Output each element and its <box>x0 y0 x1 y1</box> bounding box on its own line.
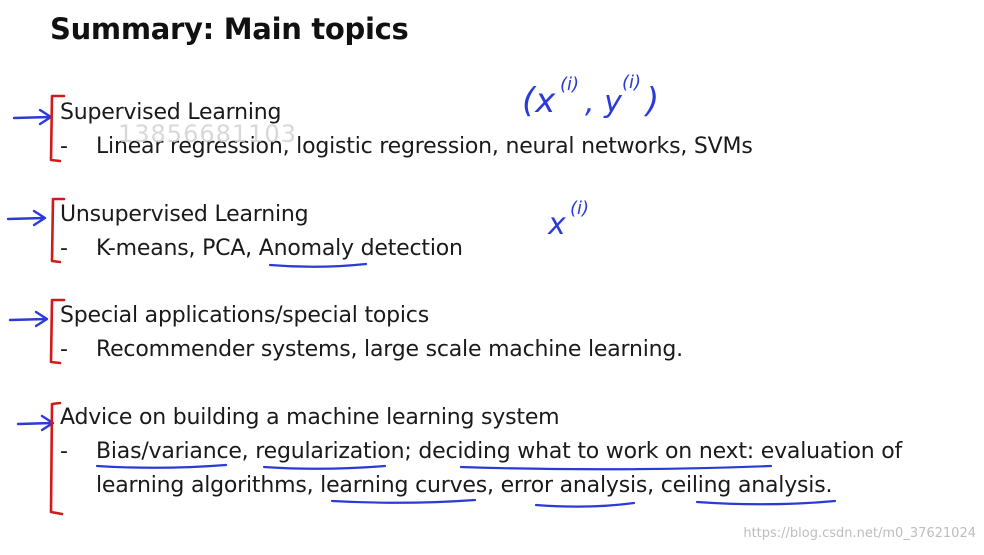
handwritten-math-supervised: (x (i) , y (i) ) <box>522 72 659 121</box>
watermark-url: https://blog.csdn.net/m0_37621024 <box>743 526 976 541</box>
slide-title: Summary: Main topics <box>50 12 409 46</box>
section-heading-unsupervised: Unsupervised Learning <box>60 202 309 227</box>
svg-text:(i): (i) <box>560 74 579 95</box>
arrow-icon <box>6 209 47 227</box>
underline-mark <box>695 499 837 506</box>
bullet-dash: - <box>60 439 68 464</box>
section-heading-supervised: Supervised Learning <box>60 100 282 125</box>
svg-text:): ) <box>643 81 659 121</box>
svg-text:, y: , y <box>585 85 623 120</box>
underline-mark <box>268 262 368 268</box>
arrow-icon <box>8 310 49 328</box>
watermark-number: 13856681103 <box>118 120 297 148</box>
svg-text:(i): (i) <box>570 198 589 219</box>
handwritten-math-unsupervised: x (i) <box>547 198 589 242</box>
arrow-icon <box>12 108 53 126</box>
item-text: K-means, PCA, Anomaly detection <box>96 236 463 261</box>
underline-mark <box>330 498 477 504</box>
svg-text:(i): (i) <box>622 72 641 93</box>
underline-mark <box>534 501 636 508</box>
bullet-dash: - <box>60 134 68 159</box>
underline-mark <box>459 464 773 471</box>
section-item-supervised: - Linear regression, logistic regression,… <box>60 134 753 159</box>
section-item-advice-line2: learning algorithms, learning curves, er… <box>96 473 833 498</box>
svg-text:x: x <box>547 207 566 242</box>
section-item-special: - Recommender systems, large scale machin… <box>60 337 683 362</box>
section-item-advice-line1: - Bias/variance, regularization; deciding… <box>60 439 902 464</box>
bullet-dash: - <box>60 337 68 362</box>
arrow-icon <box>16 414 55 432</box>
svg-text:(x: (x <box>522 81 556 121</box>
item-text: Linear regression, logistic regression, … <box>96 134 753 159</box>
section-heading-special: Special applications/special topics <box>60 303 429 328</box>
section-heading-advice: Advice on building a machine learning sy… <box>60 405 560 430</box>
underline-mark <box>262 464 387 470</box>
underline-mark <box>95 463 228 469</box>
section-item-unsupervised: - K-means, PCA, Anomaly detection <box>60 236 463 261</box>
bullet-dash: - <box>60 236 68 261</box>
item-text: Bias/variance, regularization; deciding … <box>96 439 903 464</box>
item-text: Recommender systems, large scale machine… <box>96 337 683 362</box>
